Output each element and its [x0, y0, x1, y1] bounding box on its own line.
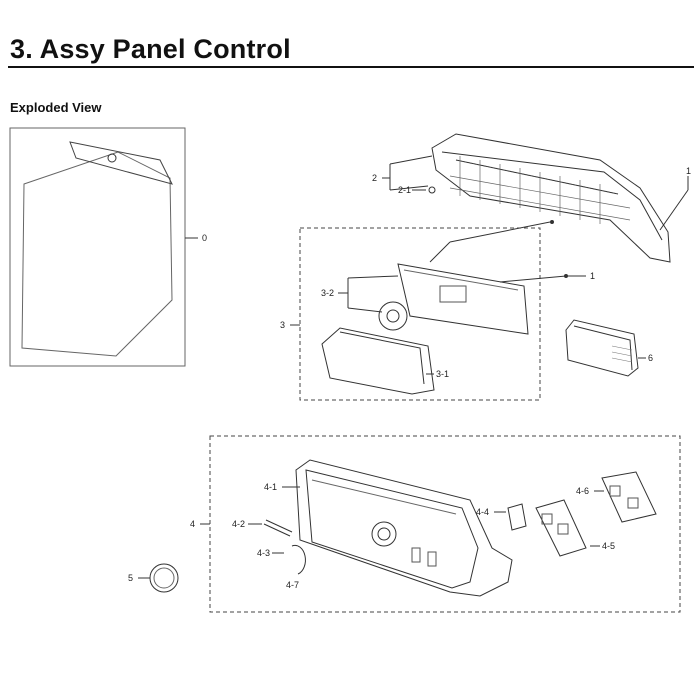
label-4-2: 4-2 [232, 519, 245, 529]
page-title: 3. Assy Panel Control [10, 34, 291, 64]
label-4-5: 4-5 [602, 541, 615, 551]
label-0: 0 [202, 233, 207, 243]
label-4-7: 4-7 [286, 580, 299, 590]
part-6-cover [565, 319, 646, 377]
part-3-dashed-frame [299, 227, 541, 401]
label-4: 4 [190, 519, 195, 529]
label-2-1: 2-1 [398, 185, 411, 195]
section-subtitle: Exploded View [10, 100, 102, 115]
label-5: 5 [128, 573, 133, 583]
part-2-leaders [382, 155, 436, 194]
label-1-top: 1 [686, 166, 691, 176]
part-1-rear-panel [431, 133, 689, 263]
part-5-knob [138, 563, 179, 593]
part-0-washer-assembly [9, 127, 198, 367]
label-6: 6 [648, 353, 653, 363]
label-4-6: 4-6 [576, 486, 589, 496]
label-3-2: 3-2 [321, 288, 334, 298]
label-1-mid: 1 [590, 271, 595, 281]
label-3-1: 3-1 [436, 369, 449, 379]
part-4-group [200, 435, 681, 613]
label-2: 2 [372, 173, 377, 183]
part-3-group [290, 220, 586, 401]
title-underline [8, 66, 694, 68]
part-0-frame [9, 127, 186, 367]
label-3: 3 [280, 320, 285, 330]
label-4-4: 4-4 [476, 507, 489, 517]
label-4-3: 4-3 [257, 548, 270, 558]
label-4-1: 4-1 [264, 482, 277, 492]
